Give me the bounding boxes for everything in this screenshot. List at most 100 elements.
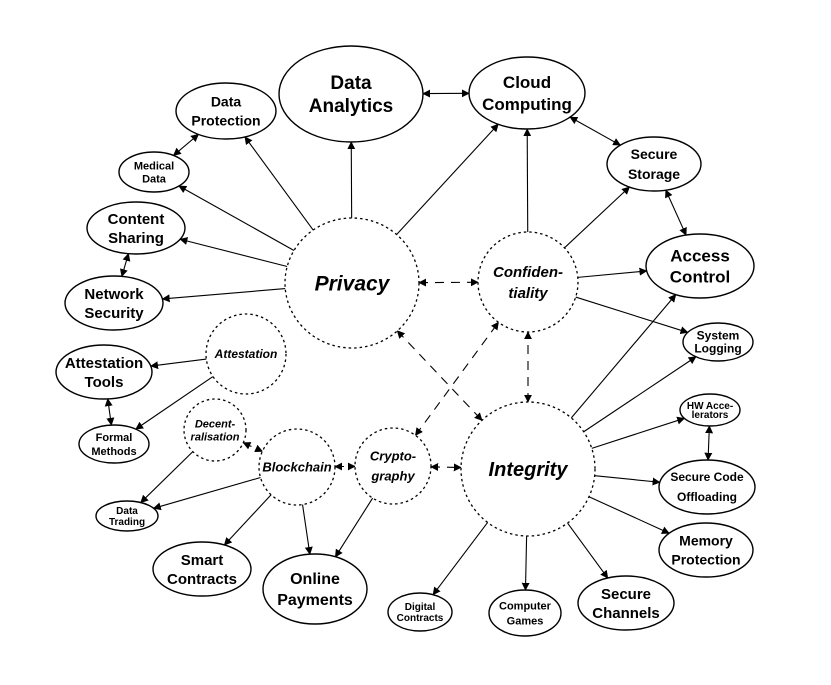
node-network-security-shape [64, 275, 164, 331]
node-network-security-label: Network [84, 286, 144, 303]
node-data-trading-shape [95, 500, 159, 532]
node-network-security-label: Security [84, 305, 144, 322]
edge-attestation-to-formal-methods [135, 376, 214, 430]
edge-decentralisation-to-blockchain [242, 442, 264, 453]
node-integrity-shape [460, 401, 596, 537]
node-cloud-computing-label: Cloud [503, 73, 551, 92]
node-digital-contracts-label: Contracts [397, 613, 444, 624]
node-digital-contracts-shape [387, 592, 453, 632]
edge-integrity-to-hw-accelerators [591, 416, 686, 449]
node-access-control-label: Control [670, 267, 730, 286]
node-data-protection-label: Data [211, 93, 242, 109]
node-online-payments-label: Payments [277, 592, 353, 609]
node-content-sharing-label: Sharing [108, 230, 164, 247]
node-confidentiality-label: Confiden- [493, 264, 563, 281]
node-digital-contracts-label: Digital [405, 602, 436, 613]
node-blockchain-shape [258, 428, 336, 506]
node-medical-data-shape [118, 151, 190, 193]
node-decentralisation-shape [183, 398, 247, 462]
node-formal-methods-label: Methods [91, 446, 136, 458]
node-data-protection-shape [175, 82, 277, 140]
node-secure-channels-label: Channels [592, 605, 660, 622]
node-cryptography-label: graphy [370, 469, 415, 484]
node-secure-storage-label: Storage [628, 166, 680, 182]
node-cloud-computing-shape [468, 56, 586, 130]
edge-integrity-to-memory-protection [588, 496, 670, 534]
edge-attestation-tools-to-formal-methods [104, 398, 115, 426]
edge-integrity-to-access-control [570, 293, 677, 419]
node-secure-channels-label: Secure [601, 586, 651, 603]
node-cryptography-label: Crypto- [370, 449, 416, 464]
edge-data-protection-to-medical-data [172, 133, 200, 156]
node-cryptography: Crypto-graphy [354, 427, 432, 505]
edges [104, 89, 714, 596]
edge-blockchain-to-online-payments [302, 504, 313, 555]
edge-privacy-to-medical-data [178, 185, 295, 251]
node-memory-protection-label: Memory [679, 532, 733, 548]
node-blockchain: Blockchain [258, 428, 336, 506]
node-computer-games-label: Games [507, 615, 544, 627]
node-content-sharing-label: Content [108, 211, 165, 228]
node-integrity-label: Integrity [489, 459, 569, 481]
node-hw-accelerators-label: lerators [692, 410, 729, 421]
node-system-logging-label: System [697, 329, 740, 343]
edge-blockchain-to-smart-contracts [223, 494, 272, 546]
node-hw-accelerators-label: HW Acce- [687, 401, 733, 412]
edge-hw-accelerators-to-secure-code-offloading [704, 425, 714, 461]
node-computer-games-shape [488, 589, 562, 637]
node-decentralisation-label: Decent- [195, 418, 236, 430]
node-medical-data-label: Medical [134, 160, 174, 172]
node-decentralisation-label: ralisation [191, 431, 240, 443]
edge-privacy-to-integrity [396, 330, 483, 421]
node-formal-methods-label: Formal [96, 432, 133, 444]
node-secure-code-offloading-shape [658, 459, 756, 515]
node-secure-code-offloading-label: Offloading [677, 490, 737, 504]
node-attestation-tools-label: Attestation [65, 355, 143, 372]
nodes: DataAnalyticsCloudComputingDataProtectio… [55, 45, 756, 637]
edge-blockchain-to-data-trading [152, 476, 261, 511]
node-confidentiality-shape [477, 231, 579, 333]
node-memory-protection-label: Protection [671, 551, 740, 567]
edge-privacy-to-data-protection [244, 136, 314, 231]
node-data-trading-label: Trading [109, 517, 145, 528]
edge-decentralisation-to-data-trading [140, 451, 194, 504]
node-secure-channels-shape [577, 575, 675, 631]
edge-privacy-to-network-security [161, 288, 286, 303]
edge-cloud-computing-to-secure-storage [569, 116, 622, 146]
node-secure-code-offloading-label: Secure Code [670, 470, 744, 484]
node-smart-contracts-label: Contracts [167, 571, 237, 588]
node-medical-data-label: Data [142, 173, 167, 185]
node-access-control-shape [645, 233, 755, 299]
node-data-analytics-shape [278, 45, 424, 143]
node-content-sharing-shape [86, 201, 186, 255]
node-attestation-label: Attestation [214, 347, 278, 361]
node-attestation: Attestation [205, 313, 287, 395]
edge-cryptography-to-integrity [430, 463, 462, 472]
node-secure-storage-label: Secure [631, 146, 678, 162]
edge-privacy-to-cloud-computing [396, 123, 499, 235]
edge-confidentiality-to-secure-storage [564, 186, 631, 249]
node-data-trading-label: Data [116, 506, 138, 517]
node-data-analytics-label: Analytics [309, 96, 393, 117]
node-attestation-shape [205, 313, 287, 395]
node-privacy-shape [284, 217, 420, 349]
node-cloud-computing-label: Computing [482, 95, 572, 114]
edge-secure-storage-to-access-control [665, 189, 687, 236]
edge-content-sharing-to-network-security [120, 252, 131, 278]
edge-integrity-to-secure-code-offloading [594, 475, 661, 486]
